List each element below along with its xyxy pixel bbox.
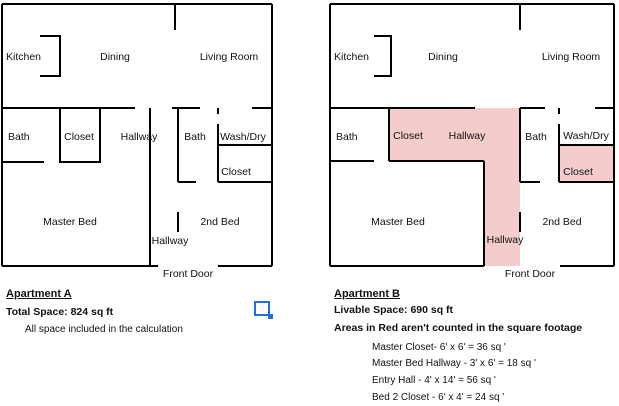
apartment-b-walls (329, 3, 615, 267)
excluded-item: Master Closet- 6' x 6' = 36 sq ' (372, 342, 506, 353)
b-front-door-label: Front Door (504, 268, 556, 280)
b-2nd-bed-label: 2nd Bed (542, 216, 582, 228)
a-master-bed-label: Master Bed (43, 216, 97, 228)
b-closet-right-label: Closet (563, 166, 593, 178)
b-bath-right-label: Bath (525, 131, 547, 143)
excluded-master-closet (389, 108, 484, 161)
excluded-entry-hall (484, 108, 520, 266)
apartment-a-note: All space included in the calculation (25, 324, 183, 335)
b-kitchen-label: Kitchen (334, 51, 370, 63)
a-wash-dry-label: Wash/Dry (220, 131, 266, 143)
a-bath-right-label: Bath (184, 131, 206, 143)
a-kitchen-label: Kitchen (6, 51, 42, 63)
excluded-item: Entry Hall - 4' x 14' = 56 sq ' (372, 375, 496, 386)
selection-box[interactable] (254, 301, 270, 316)
b-bath-left-label: Bath (336, 131, 358, 143)
apartment-a-title: Apartment A (6, 288, 72, 300)
b-wash-dry-label: Wash/Dry (563, 130, 609, 142)
a-closet-right-label: Closet (221, 166, 251, 178)
a-front-door-label: Front Door (162, 268, 214, 280)
apartment-b-title: Apartment B (334, 288, 401, 300)
b-master-bed-label: Master Bed (371, 216, 425, 228)
excluded-item: Bed 2 Closet - 6' x 4' = 24 sq ' (372, 392, 505, 403)
b-hallway-label: Hallway (448, 130, 486, 142)
excluded-item: Master Bed Hallway - 3' x 6' = 18 sq ' (372, 358, 536, 369)
apartment-b-excluded-note: Areas in Red aren't counted in the squar… (334, 322, 583, 334)
a-bath-left-label: Bath (8, 131, 30, 143)
apartment-b-livable-space: Livable Space: 690 sq ft (334, 304, 454, 316)
b-hallway-entry-label: Hallway (486, 234, 524, 246)
a-hallway-entry-label: Hallway (151, 235, 189, 247)
a-dining-label: Dining (100, 51, 130, 63)
a-living-room-label: Living Room (199, 51, 259, 63)
apartment-a-walls (1, 3, 273, 267)
b-closet-label: Closet (393, 130, 423, 142)
excluded-bed2-closet (559, 145, 614, 182)
apartment-b-excluded-areas (389, 108, 614, 266)
b-living-room-label: Living Room (541, 51, 601, 63)
b-dining-label: Dining (428, 51, 458, 63)
a-hallway-label: Hallway (120, 131, 158, 143)
apartment-a-total-space: Total Space: 824 sq ft (6, 306, 114, 318)
a-closet-label: Closet (64, 131, 94, 143)
selection-resize-handle[interactable] (268, 314, 273, 319)
a-2nd-bed-label: 2nd Bed (200, 216, 240, 228)
